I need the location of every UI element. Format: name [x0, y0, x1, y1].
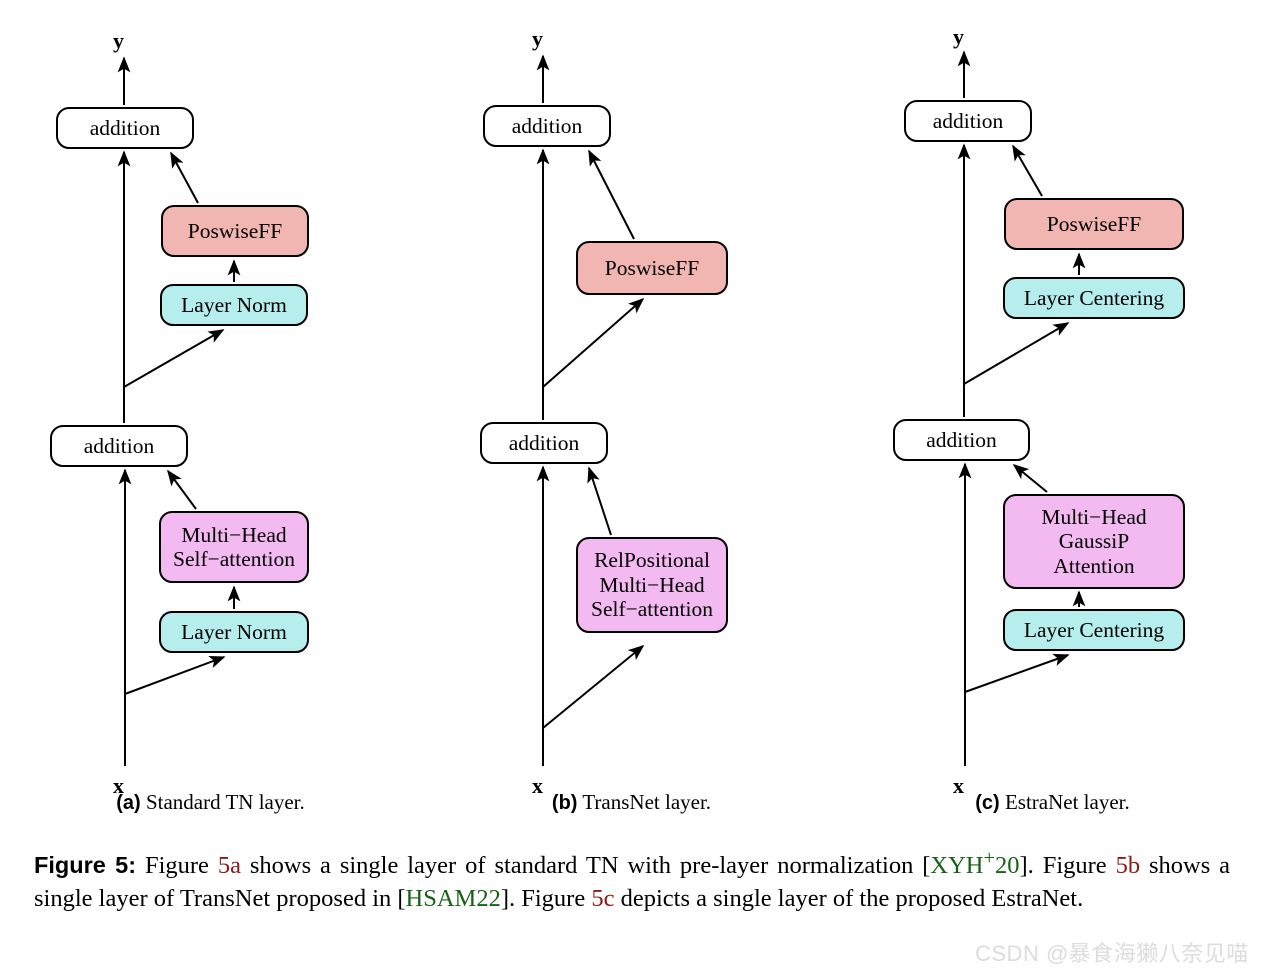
node-addition-bottom[interactable]: addition	[893, 419, 1030, 461]
subcaption-c: (c) EstraNet layer.	[842, 790, 1263, 815]
node-poswise-ff[interactable]: PoswiseFF	[1004, 198, 1184, 250]
panel-c-connectors	[957, 50, 1086, 766]
figure-ref-5b[interactable]: 5b	[1115, 852, 1141, 880]
subcaption-a-text: Standard TN layer.	[145, 790, 305, 814]
panel-a-connectors	[117, 56, 241, 766]
node-addition-bottom[interactable]: addition	[480, 422, 608, 464]
caption-text-3: ]. Figure	[1019, 852, 1116, 880]
node-multi-head-gaussip-attention[interactable]: Multi−Head GaussiP Attention	[1003, 494, 1185, 589]
output-label-y: y	[532, 26, 543, 51]
node-addition-top[interactable]: addition	[56, 107, 194, 149]
csdn-watermark: CSDN @暴食海獭八奈见喵	[975, 941, 1249, 966]
citation-xyh20-plus: +	[983, 847, 995, 869]
node-layer-norm-bottom[interactable]: Layer Norm	[159, 611, 309, 653]
node-poswise-ff[interactable]: PoswiseFF	[161, 205, 309, 257]
citation-hsam22[interactable]: HSAM22	[405, 885, 501, 913]
input-label-x: x	[113, 773, 124, 798]
panel-b-connectors	[536, 54, 645, 766]
subcaption-c-text: EstraNet layer.	[1004, 790, 1130, 814]
output-label-y: y	[113, 28, 124, 53]
caption-text-4: shows a single layer of TransNet propose…	[34, 852, 1231, 913]
caption-text-2: shows a single layer of standard TN with…	[240, 852, 931, 880]
subcaption-c-tag: (c)	[975, 792, 1000, 814]
citation-xyh20-authors: XYH	[930, 852, 984, 880]
node-relpositional-multi-head-self-attention[interactable]: RelPositional Multi−Head Self−attention	[576, 537, 728, 633]
node-layer-centering-top[interactable]: Layer Centering	[1003, 277, 1185, 319]
node-multi-head-attention[interactable]: Multi−Head Self−attention	[159, 511, 309, 583]
caption-label: Figure 5:	[34, 852, 137, 879]
input-label-x: x	[532, 773, 543, 798]
figure-ref-5a[interactable]: 5a	[217, 852, 241, 880]
node-layer-norm-top[interactable]: Layer Norm	[160, 284, 308, 326]
panel-estranet-layer: y x addition PoswiseFF Layer Centering a…	[842, 0, 1263, 830]
subcaption-b: (b) TransNet layer.	[421, 790, 842, 815]
output-label-y: y	[953, 24, 964, 49]
node-layer-centering-bottom[interactable]: Layer Centering	[1003, 609, 1185, 651]
subcaption-a: (a) Standard TN layer.	[0, 790, 421, 815]
caption-text-6: depicts a single layer of the proposed E…	[614, 885, 1084, 913]
node-poswise-ff[interactable]: PoswiseFF	[576, 241, 728, 295]
caption-text-1: Figure	[136, 852, 218, 880]
input-label-x: x	[953, 773, 964, 798]
citation-xyh20-year: 20	[995, 852, 1020, 880]
subcaption-b-tag: (b)	[551, 792, 578, 814]
node-addition-top[interactable]: addition	[483, 105, 611, 147]
subcaption-a-tag: (a)	[116, 792, 141, 814]
node-addition-bottom[interactable]: addition	[50, 425, 188, 467]
figure-caption: Figure 5: Figure 5a shows a single layer…	[34, 845, 1230, 916]
node-addition-top[interactable]: addition	[904, 100, 1032, 142]
figure-ref-5c[interactable]: 5c	[591, 885, 615, 913]
citation-xyh20[interactable]: XYH+20	[930, 847, 1020, 880]
subcaption-b-text: TransNet layer.	[582, 790, 712, 814]
caption-text-5: ]. Figure	[500, 885, 592, 913]
panel-transnet-layer: y x addition PoswiseFF addition RelPosit…	[421, 0, 842, 830]
panel-standard-tn-layer: y x addition PoswiseFF Layer Norm additi…	[0, 0, 421, 830]
